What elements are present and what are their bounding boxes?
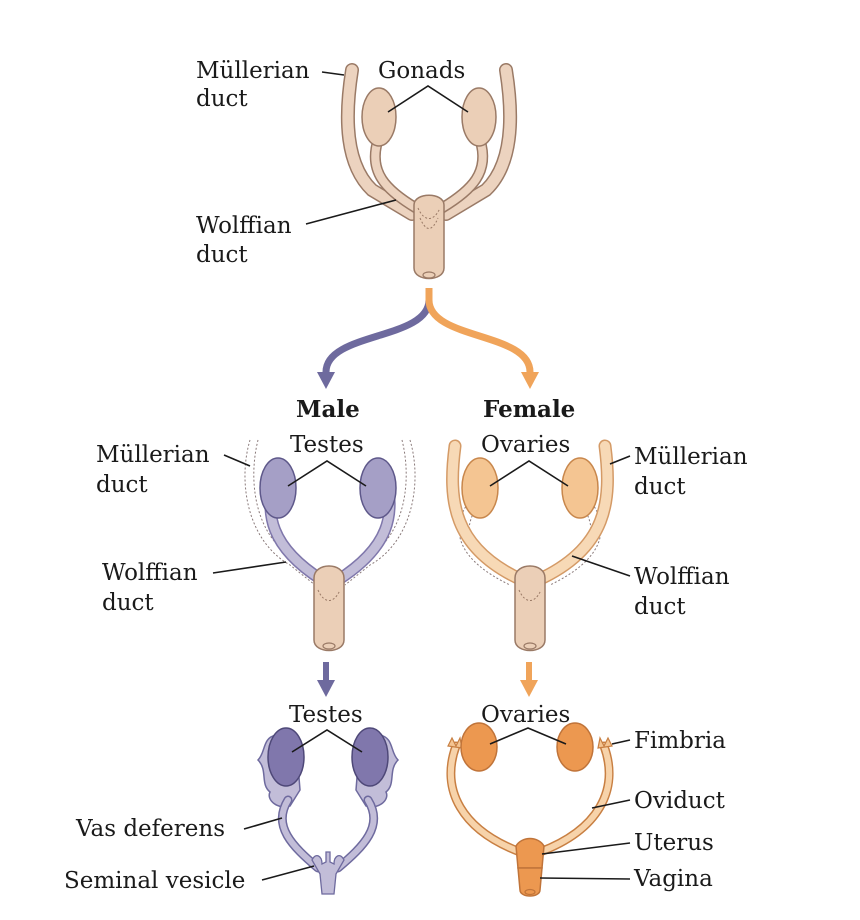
female-uterus <box>515 837 545 869</box>
male-regressing-mullerian-left <box>244 439 316 586</box>
uterus-label: Uterus <box>634 830 714 856</box>
vagina-label: Vagina <box>633 866 713 892</box>
female-adult-ovary-right <box>556 722 594 772</box>
seminal-vesicle-label: Seminal vesicle <box>64 868 245 894</box>
female-adult-ovary-left <box>460 722 498 772</box>
indifferent-gonad-right <box>461 87 497 147</box>
female-development-arrow <box>425 288 534 373</box>
female-mullerian-label-line2: duct <box>634 474 686 500</box>
female-wolffian-label-line2: duct <box>634 594 686 620</box>
female-ovary-left <box>461 457 499 519</box>
vas-deferens-label: Vas deferens <box>75 816 225 842</box>
male-heading: Male <box>296 396 360 423</box>
male-wolffian-label-line2: duct <box>102 590 154 616</box>
male-testis-right <box>359 457 397 519</box>
male-embryo-stage <box>244 439 416 652</box>
male-testes-label: Testes <box>290 432 364 458</box>
female-ovary-right <box>561 457 599 519</box>
female-embryo-stage <box>446 439 614 652</box>
male-development-arrow <box>322 288 433 373</box>
indifferent-mullerian-label-line2: duct <box>196 86 248 112</box>
female-adult-stage <box>446 722 614 897</box>
female-ovaries-label: Ovaries <box>481 432 570 458</box>
female-regressing-wolffian-right <box>549 499 602 586</box>
indifferent-wolffian-label-line2: duct <box>196 242 248 268</box>
male-mullerian-label: Müllerian <box>96 442 210 468</box>
female-fimbria-right <box>597 736 613 749</box>
male-adult-stage <box>256 727 400 895</box>
male-seminal-vesicle <box>311 851 345 895</box>
male-adult-testis-left <box>267 727 305 787</box>
indifferent-gonad-left <box>361 87 397 147</box>
male-adult-testis-right <box>351 727 389 787</box>
male-adult-testes-label: Testes <box>289 702 363 728</box>
female-wolffian-label: Wolffian <box>634 564 730 590</box>
male-regressing-mullerian-right <box>344 439 416 586</box>
female-fimbria-left <box>447 736 463 749</box>
female-urogenital-sinus <box>514 565 546 652</box>
male-testis-left <box>259 457 297 519</box>
indifferent-wolffian-label: Wolffian <box>196 213 292 239</box>
indifferent-urogenital-sinus <box>413 194 445 280</box>
gonads-label: Gonads <box>378 58 465 84</box>
indifferent-stage <box>340 63 518 280</box>
female-regressing-wolffian-left <box>458 499 511 586</box>
oviduct-label: Oviduct <box>634 788 726 814</box>
male-mullerian-label-line2: duct <box>96 472 148 498</box>
female-heading: Female <box>483 396 575 423</box>
fimbria-label: Fimbria <box>634 728 726 754</box>
female-mullerian-label: Müllerian <box>634 444 748 470</box>
male-wolffian-label: Wolffian <box>102 560 198 586</box>
indifferent-mullerian-label: Müllerian <box>196 58 310 84</box>
female-adult-ovaries-label: Ovaries <box>481 702 570 728</box>
male-urogenital-sinus <box>313 565 345 652</box>
female-vagina <box>517 867 543 897</box>
